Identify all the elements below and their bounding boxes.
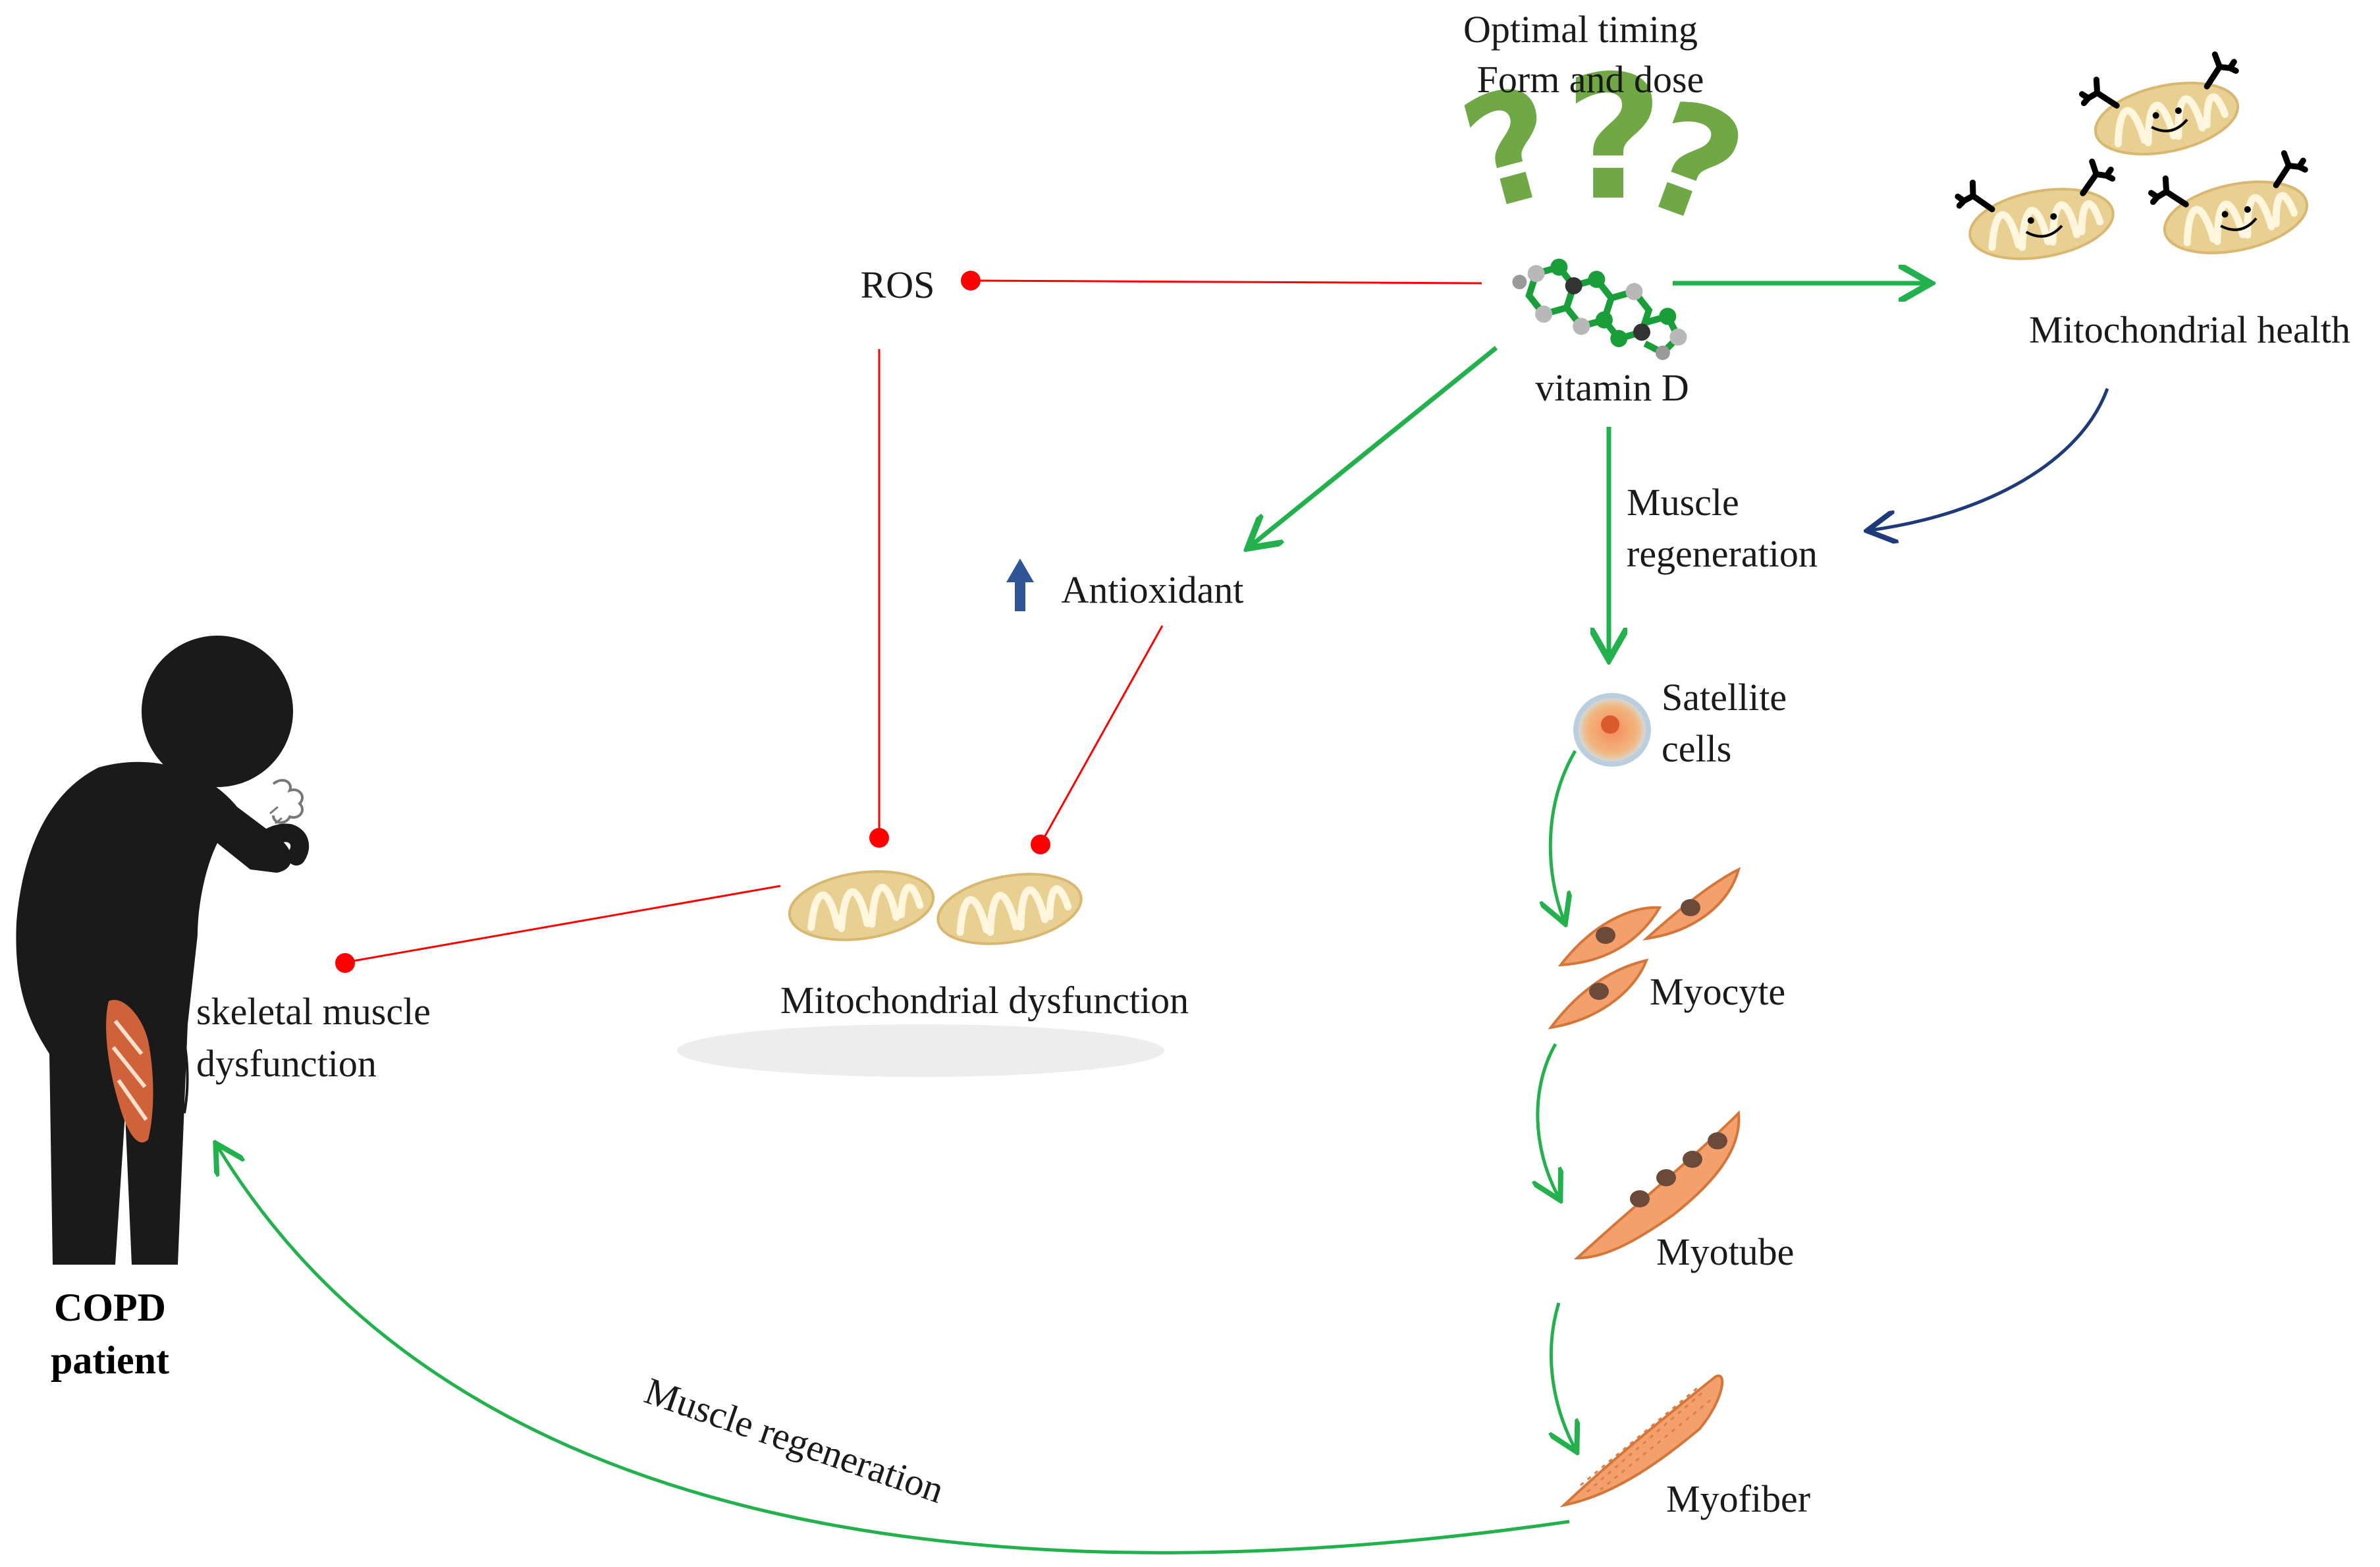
- myofiber-label: Myofiber: [1666, 1477, 1810, 1520]
- dysfunctional-mitochondria-icon: [785, 863, 1087, 954]
- satellite-cell-icon: [1573, 693, 1651, 767]
- optimal-timing-label: Optimal timing: [1463, 8, 1698, 51]
- copd-patient-icon: [16, 636, 310, 1265]
- increase-arrow-icon: [1006, 559, 1034, 611]
- myotube-icon: [1573, 1110, 1741, 1260]
- mitochondrial-dysfunction-label: Mitochondrial dysfunction: [780, 979, 1189, 1022]
- copd-patient-label-line2: patient: [51, 1338, 169, 1382]
- satellite-cells-label-line2: cells: [1662, 727, 1731, 770]
- copd-patient-label-line1: COPD: [54, 1286, 166, 1329]
- antioxidant-label: Antioxidant: [1061, 568, 1243, 611]
- muscle-regeneration-label-line1: Muscle: [1627, 481, 1739, 524]
- feedback-arrow: [1870, 388, 2109, 530]
- question-mark-center-icon: ?: [1564, 40, 1663, 238]
- activation-arrows: [1251, 283, 1926, 655]
- label-shadow: [677, 1024, 1164, 1077]
- satellite-cells-label-line1: Satellite: [1662, 676, 1787, 719]
- differentiation-arrows: [217, 750, 1575, 1554]
- myofiber-icon: [1559, 1374, 1724, 1508]
- skeletal-muscle-dysfunction-label-line2: dysfunction: [196, 1042, 377, 1085]
- muscle-regeneration-label-line2: regeneration: [1627, 532, 1818, 575]
- myocyte-label: Myocyte: [1650, 970, 1785, 1013]
- vitamin-d-molecule-icon: [1512, 258, 1687, 360]
- form-and-dose-label: Form and dose: [1477, 58, 1704, 101]
- skeletal-muscle-dysfunction-label-line1: skeletal muscle: [196, 990, 431, 1033]
- vitamin-d-label: vitamin D: [1535, 366, 1689, 409]
- ros-label: ROS: [861, 263, 935, 306]
- myotube-label: Myotube: [1656, 1230, 1794, 1273]
- inhibition-lines: [335, 271, 1482, 973]
- myocyte-cells-icon: [1548, 867, 1741, 1030]
- healthy-mitochondria-icon: [1956, 51, 2319, 270]
- mitochondrial-health-label: Mitochondrial health: [2029, 308, 2350, 351]
